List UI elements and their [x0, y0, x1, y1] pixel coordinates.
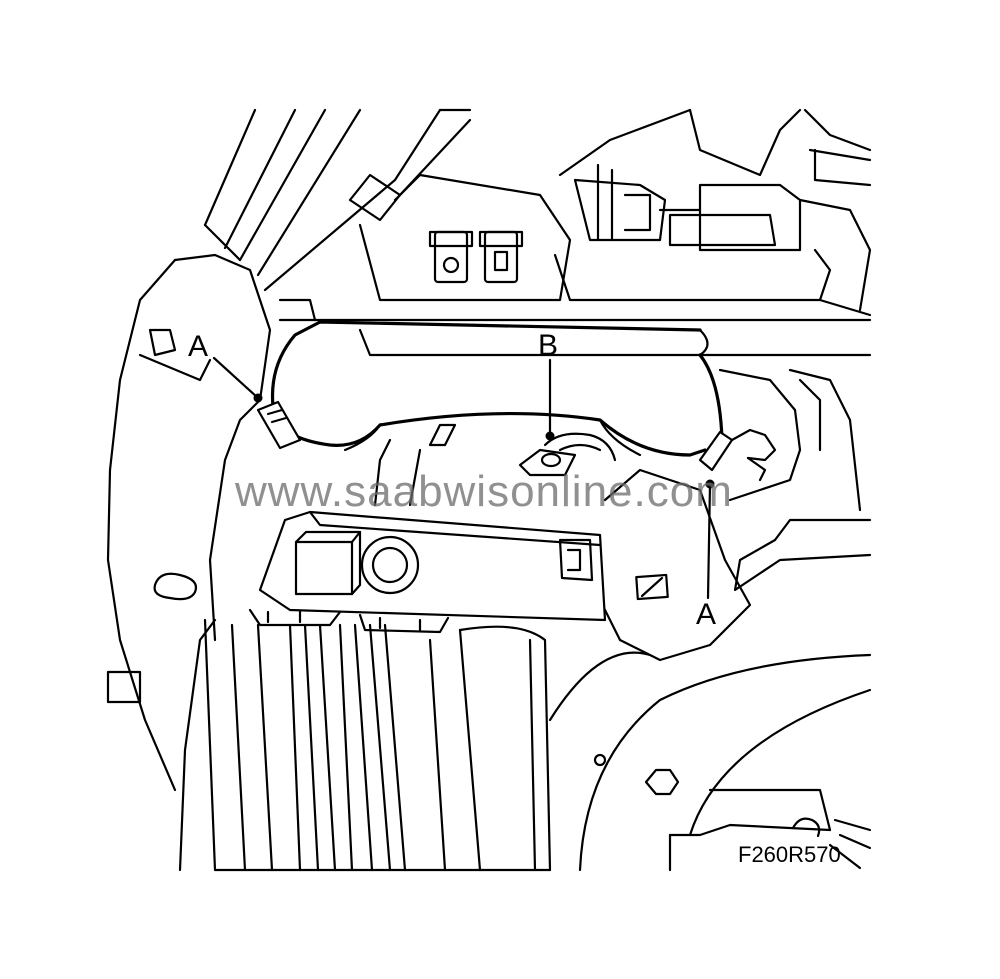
leader-lines	[212, 356, 715, 600]
leader-dot-bolt	[545, 431, 555, 441]
air-duct	[270, 320, 724, 457]
module-bracket	[258, 510, 607, 622]
wheel-arch	[548, 651, 872, 872]
leader-dot-clip-right	[705, 479, 715, 489]
watermark: www.saabwisonline.com	[234, 467, 733, 516]
callout-a-left: A	[188, 330, 208, 363]
figure-code: F260R570	[738, 842, 841, 867]
cross-member	[278, 298, 872, 357]
callout-b: B	[538, 329, 558, 362]
radiator-assembly	[203, 608, 552, 872]
engine-bay-upper-right	[553, 108, 872, 317]
leader-dot-clip-left	[253, 393, 263, 403]
relay-bracket	[358, 108, 572, 302]
bracket-bolt	[373, 423, 617, 507]
hose-clip-left	[256, 400, 302, 450]
upper-left-body-panel	[203, 108, 472, 292]
callout-a-right: A	[696, 598, 716, 631]
hose-clip-right	[698, 428, 777, 482]
right-mount-bracket	[598, 368, 872, 662]
